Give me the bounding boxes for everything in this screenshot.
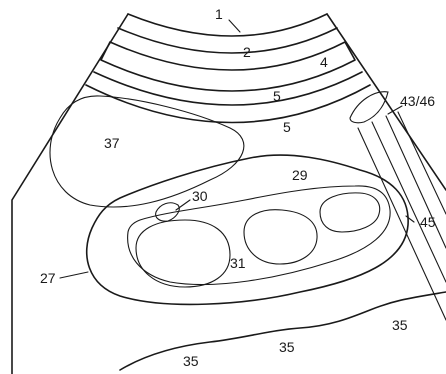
label-35c: 35 [183, 353, 199, 369]
label-4: 4 [320, 54, 328, 70]
label-31: 31 [230, 255, 246, 271]
label-27: 27 [40, 270, 56, 286]
sector-left-edge [12, 14, 128, 374]
layer-1-inner-band [118, 28, 337, 53]
label-87b: 87 [266, 229, 283, 246]
label-45: 45 [420, 214, 436, 230]
label-1: 1 [215, 6, 223, 22]
layer-1-band [128, 14, 327, 36]
label-64: 64 [336, 205, 353, 222]
label-5a: 5 [273, 88, 281, 104]
label-87a: 87 [170, 247, 187, 264]
region-37 [50, 96, 244, 207]
label-29: 29 [292, 167, 308, 183]
layer-2-band [101, 42, 355, 91]
label-43-46: 43/46 [400, 93, 435, 109]
leader-1 [229, 20, 240, 32]
label-35a: 35 [392, 317, 408, 333]
label-30: 30 [192, 188, 208, 204]
leader-27 [60, 272, 88, 278]
label-35b: 35 [279, 339, 295, 355]
label-5b: 5 [283, 119, 291, 135]
label-2: 2 [243, 44, 251, 60]
region-31 [128, 186, 391, 285]
label-37: 37 [104, 135, 120, 151]
leader-45 [406, 216, 414, 222]
